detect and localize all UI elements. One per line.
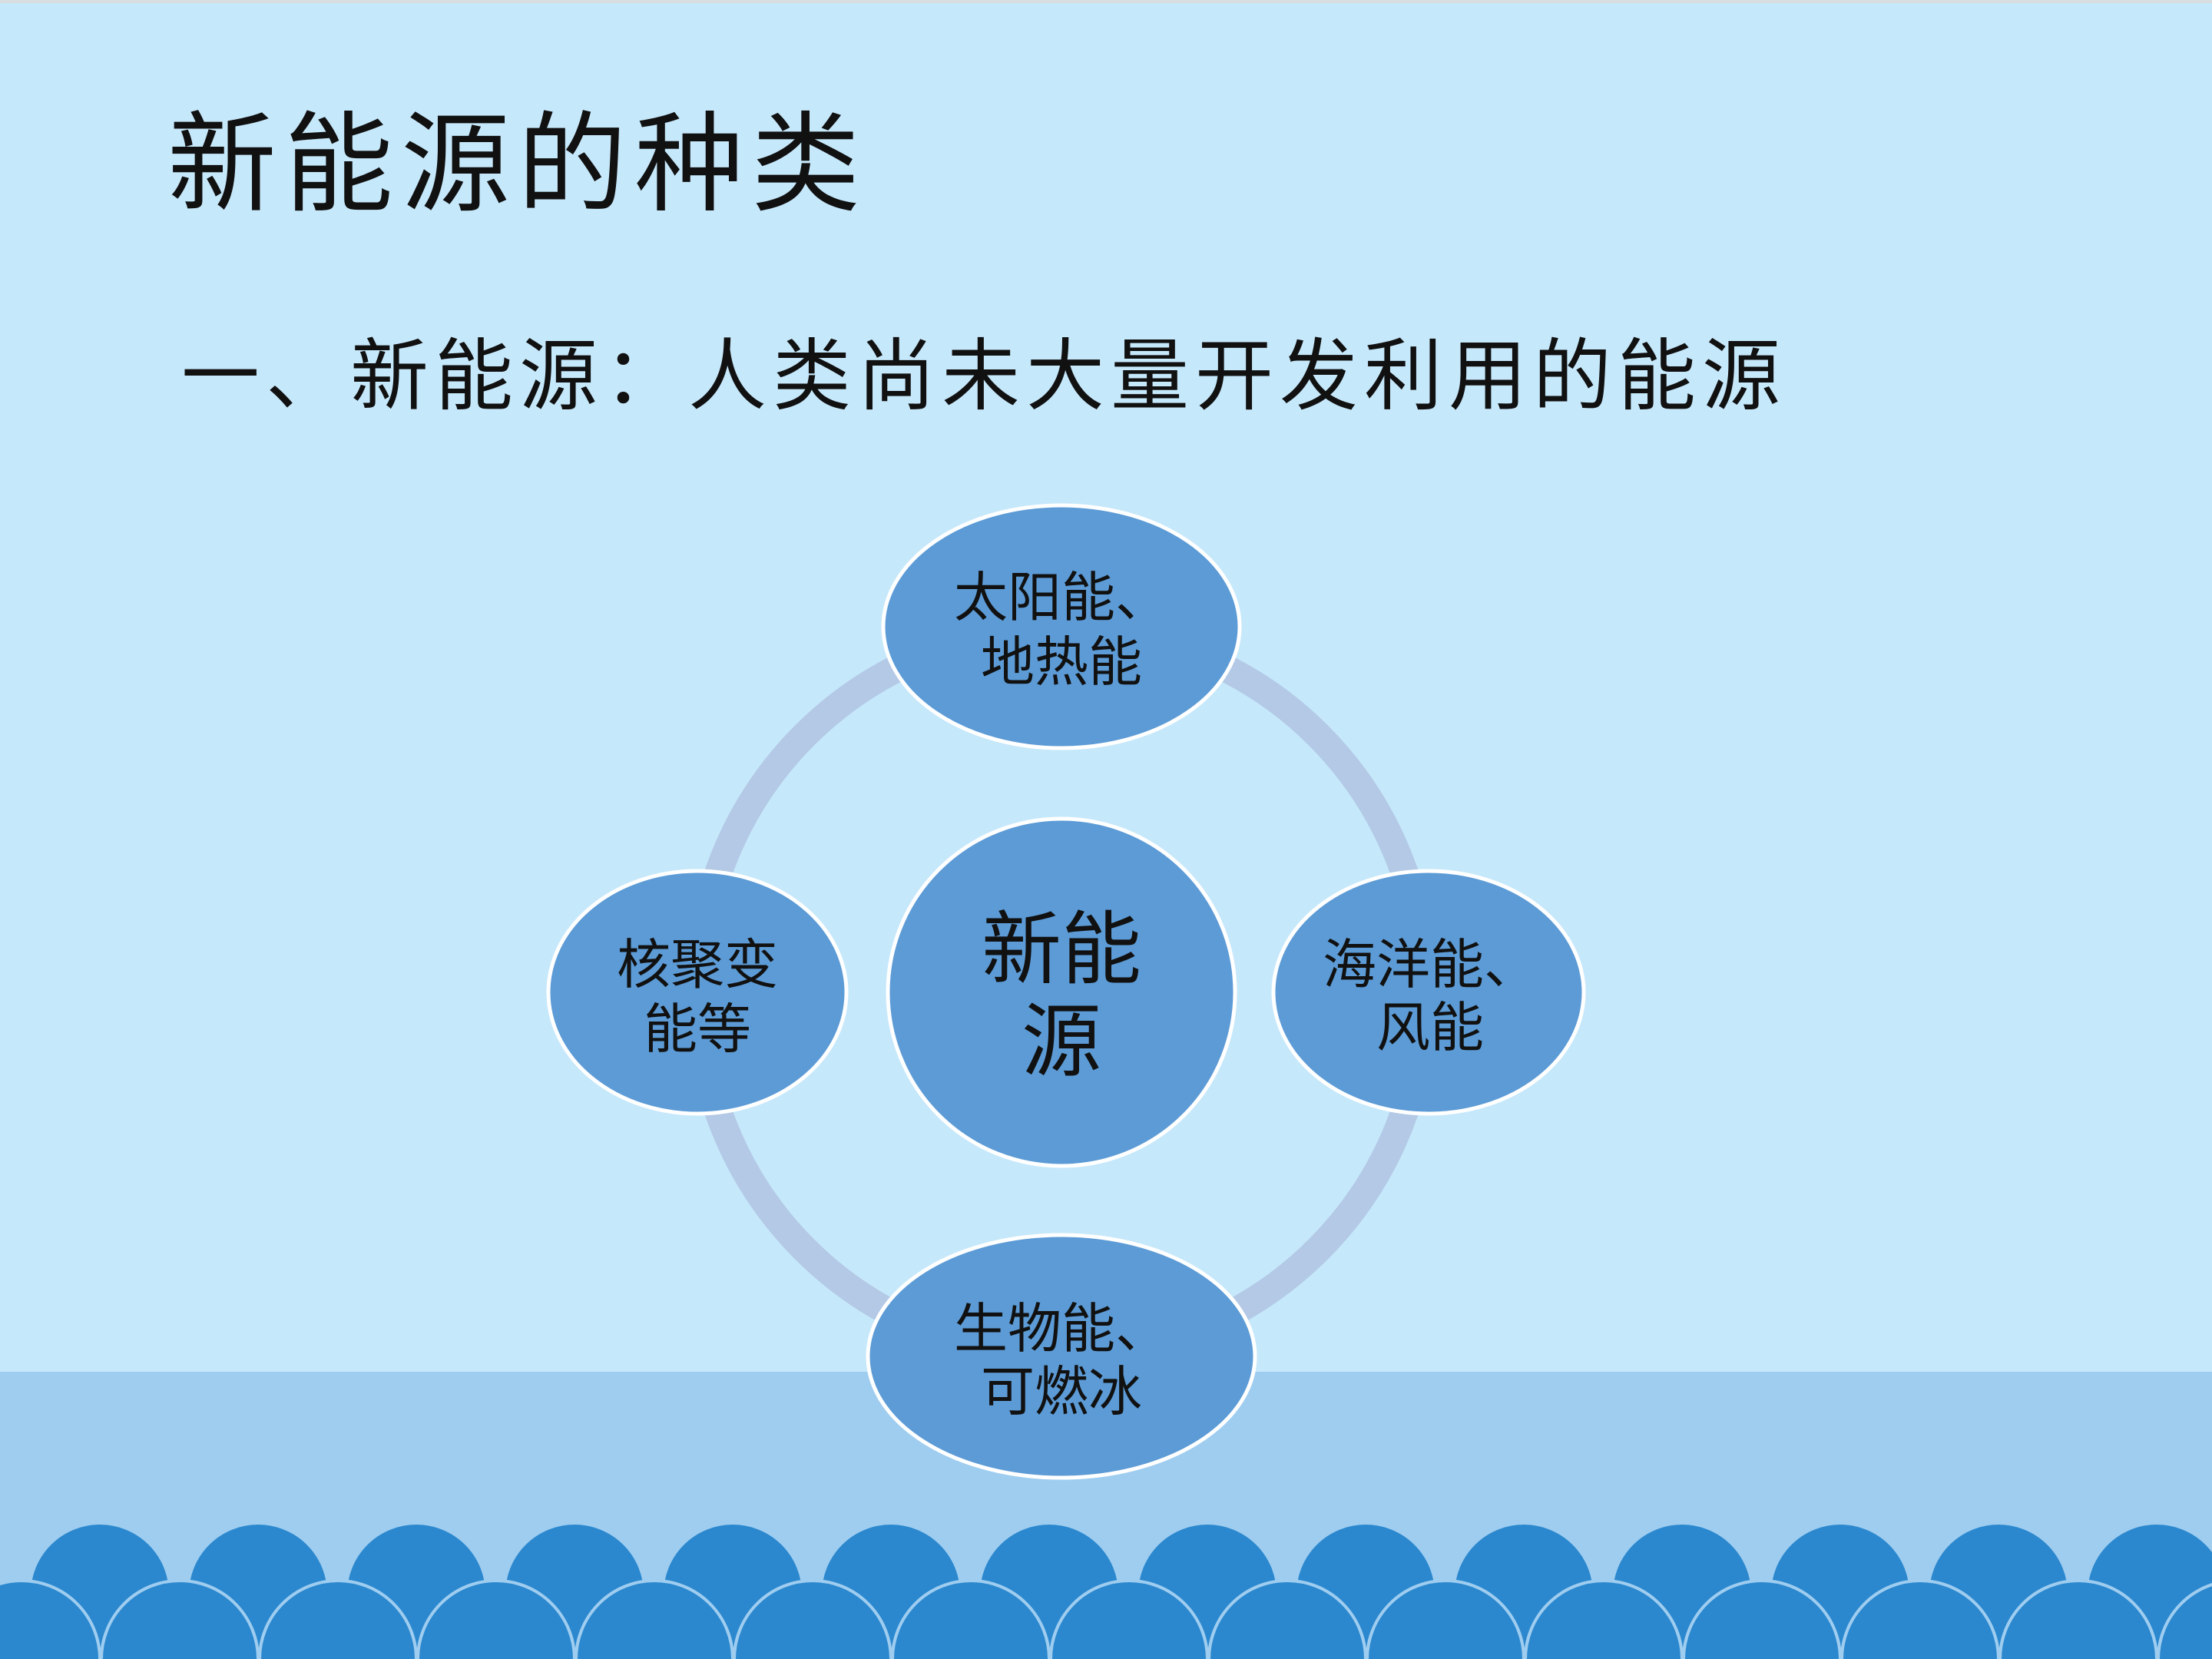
slide-title: 新能源的种类: [167, 101, 868, 228]
wave-scallop: [2157, 1583, 2212, 1659]
wave-scallop: [1207, 1579, 1367, 1659]
cycle-node-right-line-1: 海洋能、: [1323, 933, 1538, 996]
cycle-node-left-line-2: 能等: [644, 998, 751, 1061]
top-border: [0, 0, 2212, 3]
wave-row-front: [0, 1579, 2212, 1659]
wave-scallop: [1682, 1579, 1842, 1659]
wave-scallop: [100, 1579, 260, 1659]
cycle-center: 新能 源: [886, 816, 1237, 1168]
slide-subtitle: 一、新能源：人类尚未大量开发利用的能源: [181, 331, 1786, 422]
cycle-node-bottom: 生物能、 可燃冰: [866, 1233, 1257, 1480]
cycle-node-left: 核聚变 能等: [546, 869, 849, 1116]
cycle-node-left-line-1: 核聚变: [617, 933, 778, 996]
wave-scallop: [1049, 1579, 1209, 1659]
cycle-node-top: 太阳能、 地热能: [881, 503, 1242, 750]
wave-scallop: [1366, 1579, 1525, 1659]
wave-scallop: [0, 1579, 101, 1659]
wave-scallop: [733, 1579, 892, 1659]
wave-scallop: [416, 1579, 576, 1659]
wave-scallop: [1998, 1579, 2158, 1659]
wave-scallop: [891, 1579, 1051, 1659]
cycle-center-line-1: 新能: [982, 902, 1141, 996]
wave-scallop: [258, 1579, 418, 1659]
cycle-node-right-line-2: 风能: [1376, 996, 1484, 1059]
wave-scallop: [1840, 1579, 2000, 1659]
cycle-node-top-line-1: 太阳能、: [954, 566, 1169, 629]
cycle-node-top-line-2: 地热能: [981, 631, 1142, 694]
wave-scallop: [575, 1579, 734, 1659]
cycle-node-bottom-line-1: 生物能、: [954, 1297, 1169, 1360]
wave-scallop: [1524, 1579, 1684, 1659]
cycle-node-bottom-line-2: 可燃冰: [981, 1360, 1142, 1423]
cycle-node-right: 海洋能、 风能: [1271, 869, 1586, 1116]
cycle-center-line-2: 源: [1022, 995, 1101, 1088]
